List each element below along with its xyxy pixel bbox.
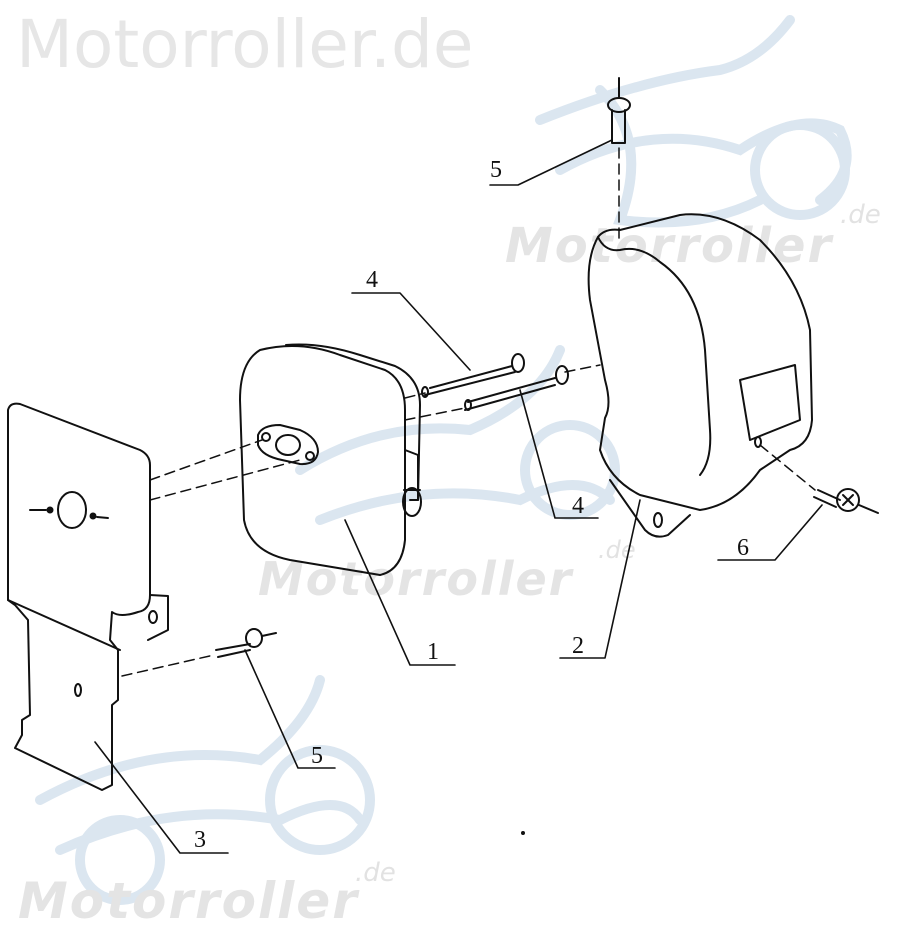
callout-1: 1: [427, 639, 439, 665]
leader-3: [94, 741, 229, 854]
leader-2: [559, 499, 641, 659]
watermark-top: Motorroller.de: [16, 6, 474, 83]
leader-5-top: [489, 139, 613, 186]
callout-5-bottom: 5: [311, 743, 323, 769]
watermark-bottom-suffix: .de: [355, 858, 396, 888]
callout-4-upper: 4: [366, 267, 378, 293]
callout-6: 6: [737, 535, 749, 561]
leader-1: [344, 519, 456, 666]
callout-3: 3: [194, 827, 206, 853]
screw-top-part-5: [607, 77, 631, 144]
bracket-plate-part-3: [7, 402, 169, 791]
watermark-mid-right-suffix: .de: [840, 200, 881, 230]
leader-4-upper: [351, 292, 471, 371]
watermark-mid-right: Motorroller: [505, 218, 834, 274]
muffler-part-1: [239, 343, 422, 576]
leader-6: [717, 504, 823, 561]
callout-5-top: 5: [490, 157, 502, 183]
heat-shield-part-2: [587, 213, 813, 538]
bolts-part-4: [421, 353, 569, 411]
leader-5-bottom: [244, 649, 336, 769]
callout-4-lower: 4: [572, 493, 584, 519]
screw-part-6: [813, 488, 879, 514]
callout-2: 2: [572, 633, 584, 659]
watermark-bottom: Motorroller: [18, 872, 359, 930]
leader-4-lower: [519, 389, 599, 519]
